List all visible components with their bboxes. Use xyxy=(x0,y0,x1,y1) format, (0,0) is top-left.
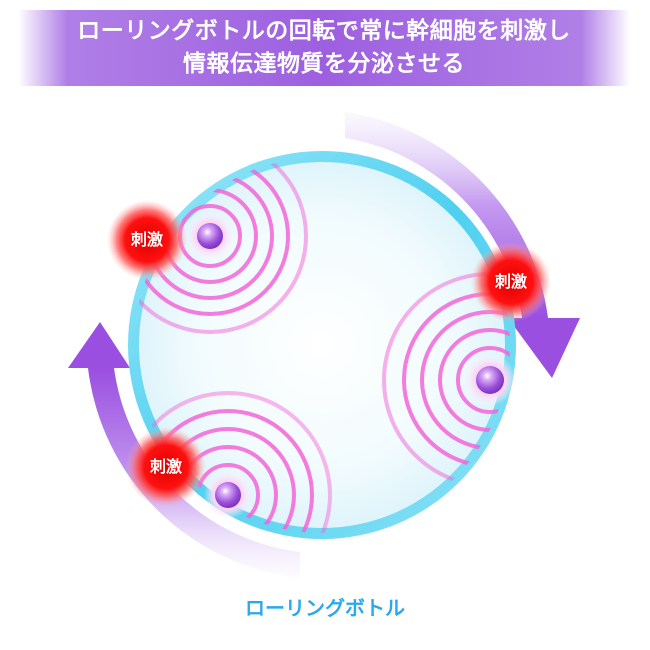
rolling-bottle-caption: ローリングボトル xyxy=(245,596,405,620)
cell-right xyxy=(464,354,516,406)
header-banner: ローリングボトルの回転で常に幹細胞を刺激し 情報伝達物質を分泌させる xyxy=(18,10,630,86)
stimulus-label-bottom-left: 刺激 xyxy=(149,457,182,476)
stimulus-label-top-left: 刺激 xyxy=(130,230,163,249)
stimulus-glow-bottom-left xyxy=(126,427,206,507)
cell-top-left xyxy=(186,212,234,260)
stimulus-glow-right xyxy=(471,242,551,322)
header-line-2: 情報伝達物質を分泌させる xyxy=(183,51,465,77)
cell-bottom-left xyxy=(204,471,252,519)
stimulus-glow-top-left xyxy=(107,200,187,280)
stimulus-label-right: 刺激 xyxy=(494,272,527,291)
header-line-1: ローリングボトルの回転で常に幹細胞を刺激し xyxy=(77,18,571,44)
